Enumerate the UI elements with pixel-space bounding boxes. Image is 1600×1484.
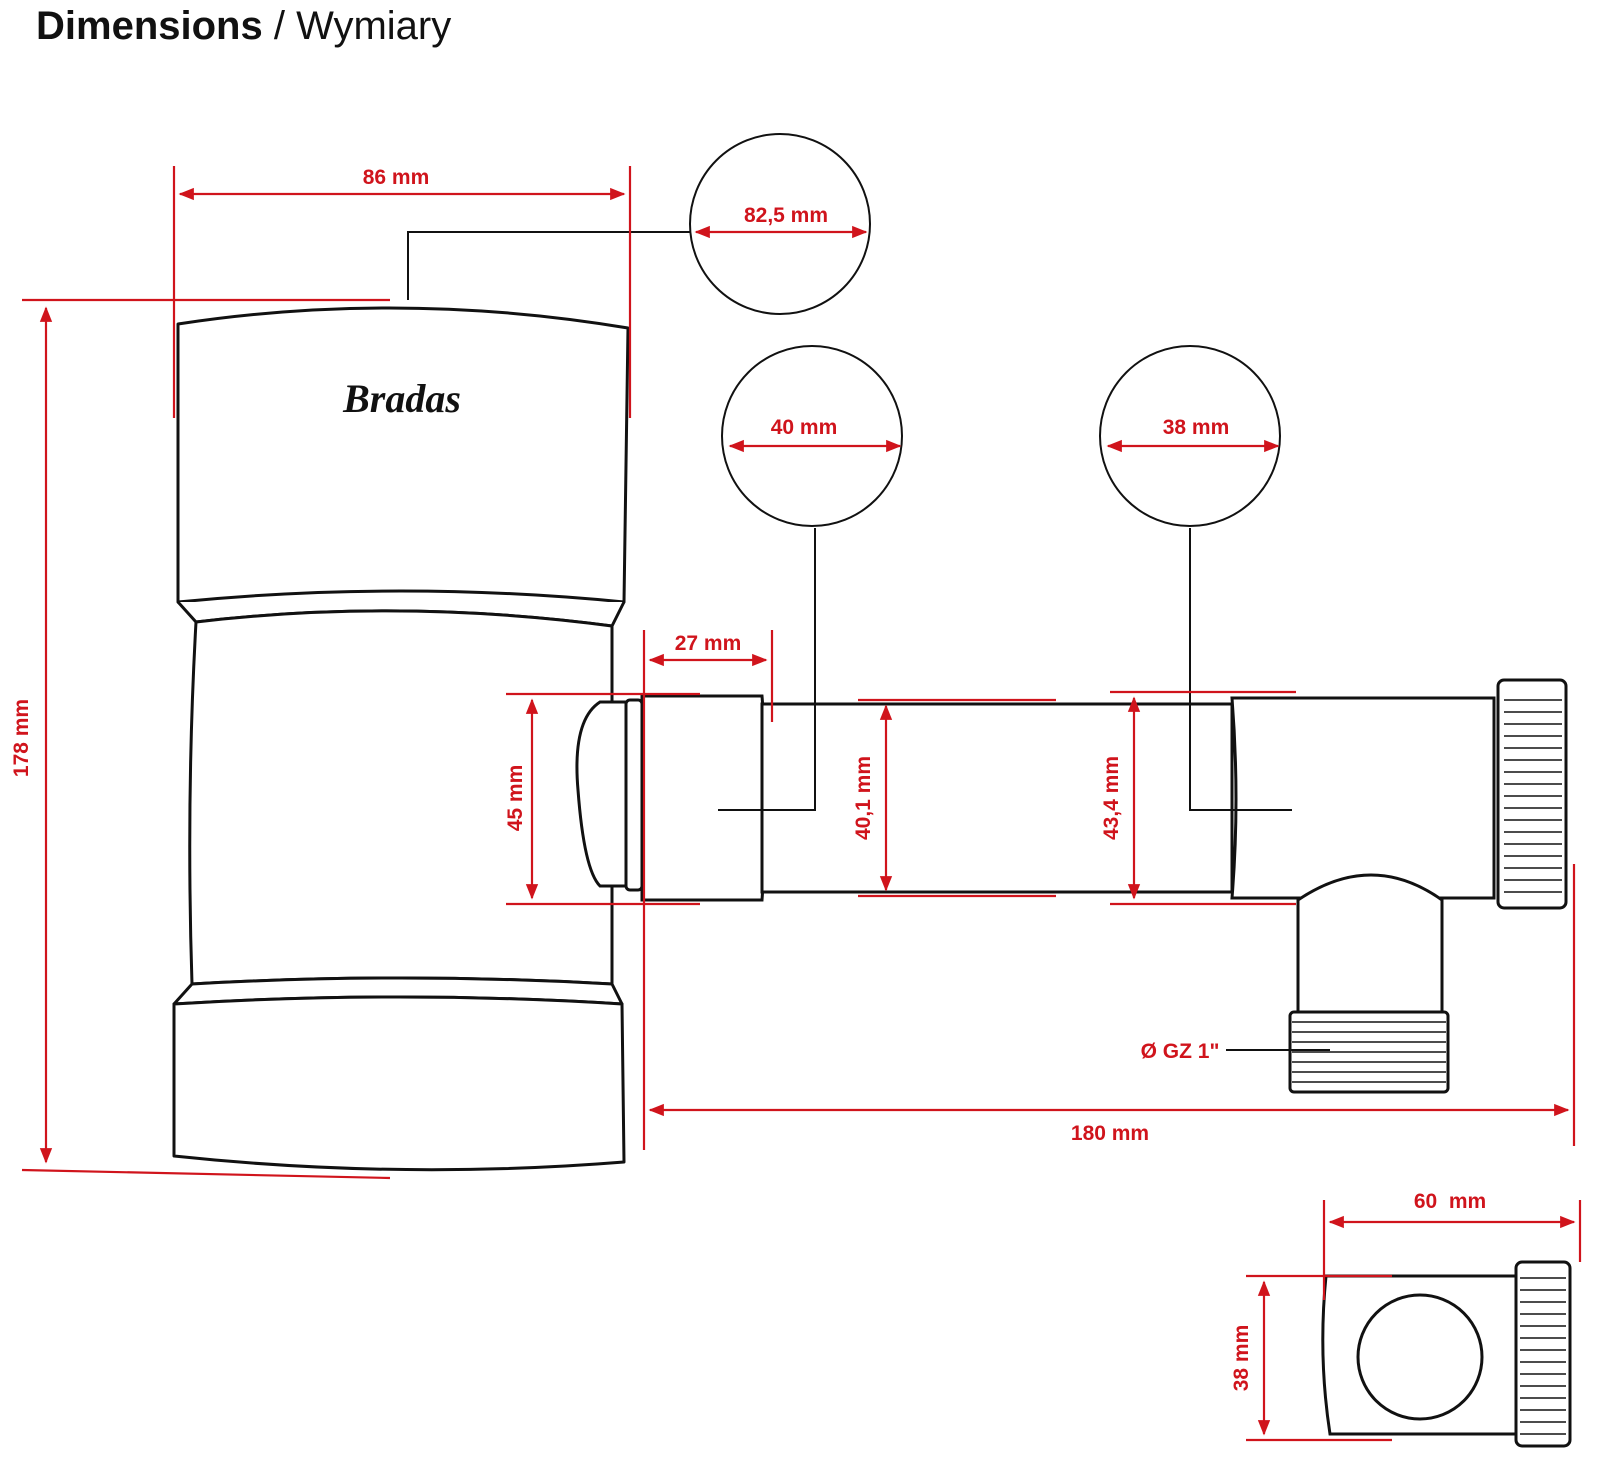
dim-label-43-4: 43,4 mm xyxy=(1100,756,1123,840)
dim-label-86: 86 mm xyxy=(363,166,430,189)
ext-178-bottom xyxy=(21,1168,391,1180)
side-cap xyxy=(1514,1260,1572,1448)
title-rest: Wymiary xyxy=(296,4,452,48)
siphon-body xyxy=(172,306,630,1172)
title-separator: / xyxy=(262,4,297,48)
horizontal-tube xyxy=(760,678,1568,1094)
callouts xyxy=(407,133,1330,1051)
dim-label-60: 60 mm xyxy=(1414,1190,1486,1213)
title-bold: Dimensions xyxy=(36,4,263,48)
leader-top xyxy=(407,231,690,300)
side-knurl-lines xyxy=(1520,1277,1566,1435)
callout-circle-right xyxy=(1099,345,1281,527)
inlet-ring xyxy=(624,698,644,892)
end-cap xyxy=(1496,678,1568,910)
callout-circle-mid xyxy=(721,345,903,527)
tube-right-collar xyxy=(1230,696,1496,900)
side-outlet-circle xyxy=(1356,1293,1484,1421)
leader-mid xyxy=(718,528,816,811)
inlet xyxy=(575,694,768,902)
leader-right xyxy=(1189,528,1292,811)
knurl-lines xyxy=(1504,699,1562,893)
page-title: Dimensions / Wymiary xyxy=(36,4,451,49)
dim-label-thread: Ø GZ 1" xyxy=(1141,1040,1220,1063)
bottom-cap-outline xyxy=(172,995,626,1172)
tube-body xyxy=(760,702,1234,894)
thread-lines xyxy=(1292,1021,1446,1083)
dim-label-40-1: 40,1 mm xyxy=(852,756,875,840)
dim-label-38-side: 38 mm xyxy=(1230,1325,1253,1392)
dim-label-40: 40 mm xyxy=(771,416,838,439)
dim-label-180: 180 mm xyxy=(1071,1122,1149,1145)
dim-label-27: 27 mm xyxy=(675,632,742,655)
main-body-outline xyxy=(188,609,614,986)
inlet-collar xyxy=(640,694,768,902)
dim-label-82-5: 82,5 mm xyxy=(744,204,828,227)
dim-label-45: 45 mm xyxy=(504,765,527,832)
dimension-lines xyxy=(21,166,1582,1442)
side-view xyxy=(1321,1260,1572,1448)
brand-logo: Bradas xyxy=(342,376,461,421)
dim-label-178: 178 mm xyxy=(10,699,33,777)
dim-label-38-circle: 38 mm xyxy=(1163,416,1230,439)
inlet-dome xyxy=(575,700,628,888)
top-cap-outline xyxy=(176,306,630,604)
outlet-body xyxy=(1296,873,1444,1016)
callout-circle-top xyxy=(689,133,871,315)
